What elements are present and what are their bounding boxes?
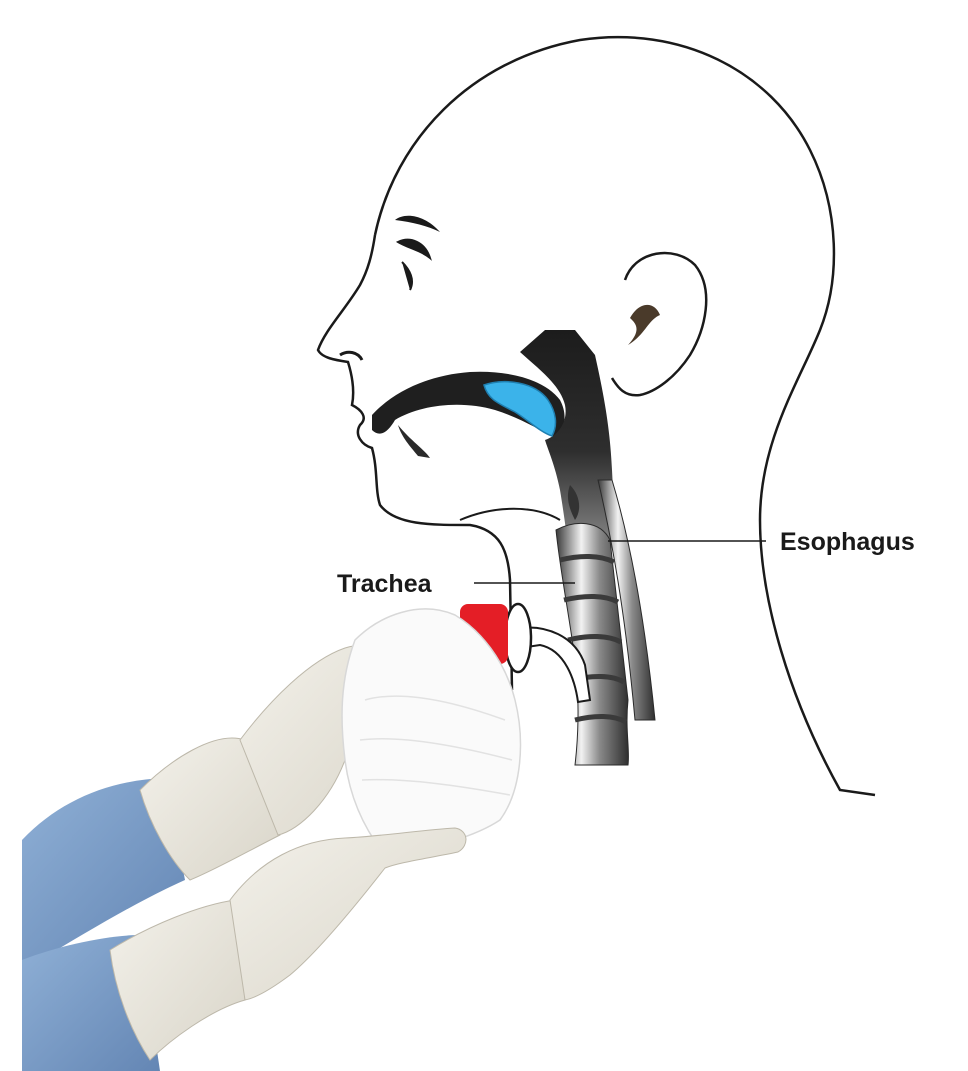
ear [612, 253, 706, 395]
glove-lower-hand [230, 828, 466, 1000]
tongue-curve [398, 425, 430, 458]
ear-inner [628, 305, 660, 345]
esophagus-label: Esophagus [780, 528, 915, 556]
stoma-ring [505, 604, 531, 672]
nostril [340, 352, 362, 360]
eye [398, 240, 430, 290]
eyebrow [395, 216, 440, 232]
jaw-line [460, 509, 560, 520]
trachea-label: Trachea [337, 570, 433, 598]
